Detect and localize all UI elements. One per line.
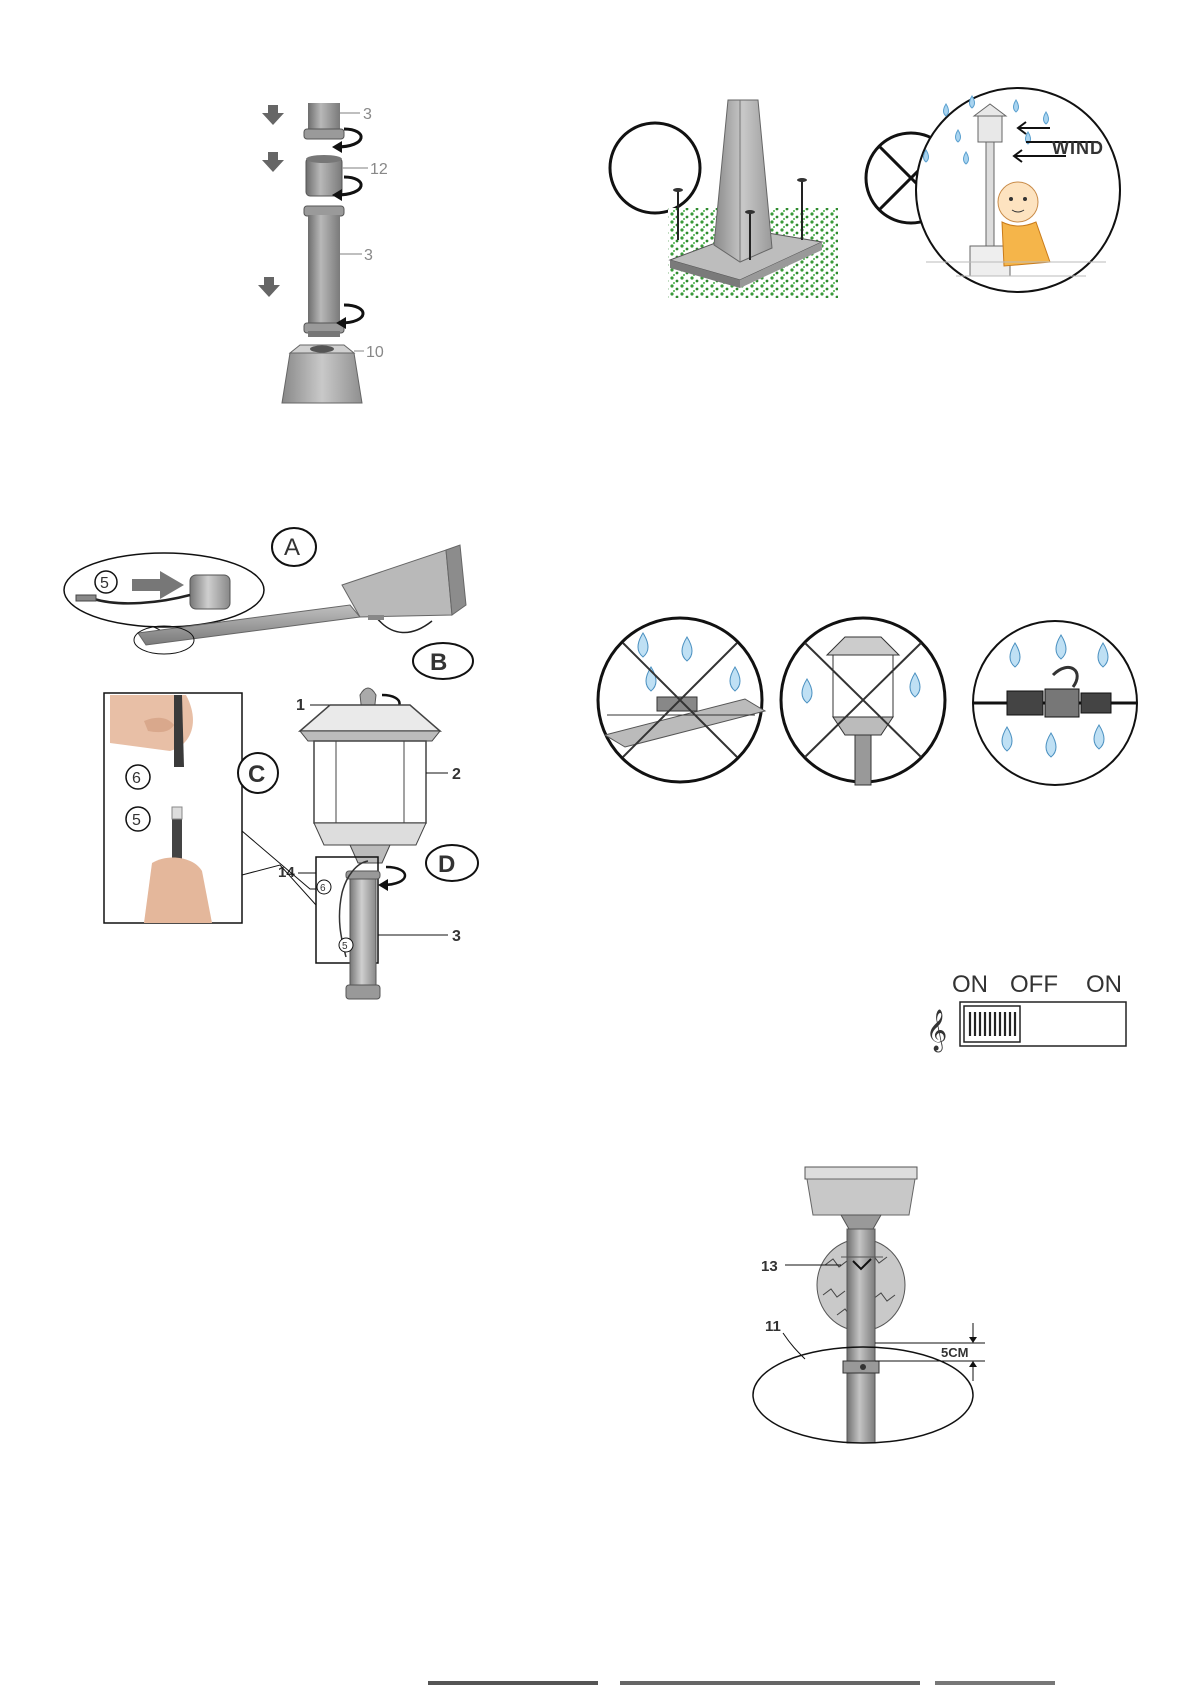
figure-pole-assembly: 3 12 3 10 xyxy=(260,95,430,405)
figure-arm-assembly: 5 A 1 B xyxy=(60,545,510,1005)
middle-tube xyxy=(304,206,344,337)
switch-knob xyxy=(964,1006,1020,1042)
no-water-on-junction xyxy=(598,618,765,782)
connector-part xyxy=(306,155,342,196)
label-lantern: 2 xyxy=(452,766,461,783)
step-label-c: C xyxy=(248,761,265,788)
label-gap: 5CM xyxy=(941,1345,968,1360)
step-label-d: D xyxy=(438,851,455,878)
wind-label: WIND xyxy=(1052,138,1104,158)
figure-wind-warning: WIND xyxy=(866,86,1116,296)
waterproof-connector-ok xyxy=(973,621,1137,785)
label-plug5-small: 5 xyxy=(342,941,348,952)
label-finial: 1 xyxy=(296,697,305,714)
lantern-part xyxy=(300,705,440,863)
label-plug6-small: 6 xyxy=(320,883,326,894)
label-connector: 12 xyxy=(370,161,388,178)
label-ring: 11 xyxy=(765,1318,781,1335)
step-label-a: A xyxy=(284,534,300,561)
clef-icon: 𝄞 xyxy=(926,1009,947,1052)
label-clamp: 13 xyxy=(761,1258,778,1275)
label-base: 10 xyxy=(366,344,384,361)
label-plug6-photo: 6 xyxy=(132,770,141,787)
figure-ground-stakes xyxy=(610,100,840,300)
switch-label-middle: OFF xyxy=(1010,971,1058,998)
label-plug5-photo: 5 xyxy=(132,812,141,829)
label-tube: 3 xyxy=(452,928,461,945)
label-plug5-zoom: 5 xyxy=(100,575,109,592)
figure-switch: ON OFF ON 𝄞 xyxy=(920,970,1130,1050)
figure-water-warnings xyxy=(595,615,1145,795)
base-part xyxy=(282,345,362,403)
page-edge-strip xyxy=(0,1679,1192,1685)
switch-label-right: ON xyxy=(1086,971,1122,998)
label-top-tube: 3 xyxy=(363,106,372,123)
top-tube xyxy=(304,103,344,139)
figure-wreath: 13 11 5CM xyxy=(745,1165,1005,1445)
no-water-in-lantern xyxy=(781,618,945,785)
label-mid-tube: 3 xyxy=(364,247,373,264)
ok-circle-icon xyxy=(610,123,700,213)
step-label-b: B xyxy=(430,649,447,676)
down-arrow-icon xyxy=(258,105,284,297)
switch-label-left: ON xyxy=(952,971,988,998)
